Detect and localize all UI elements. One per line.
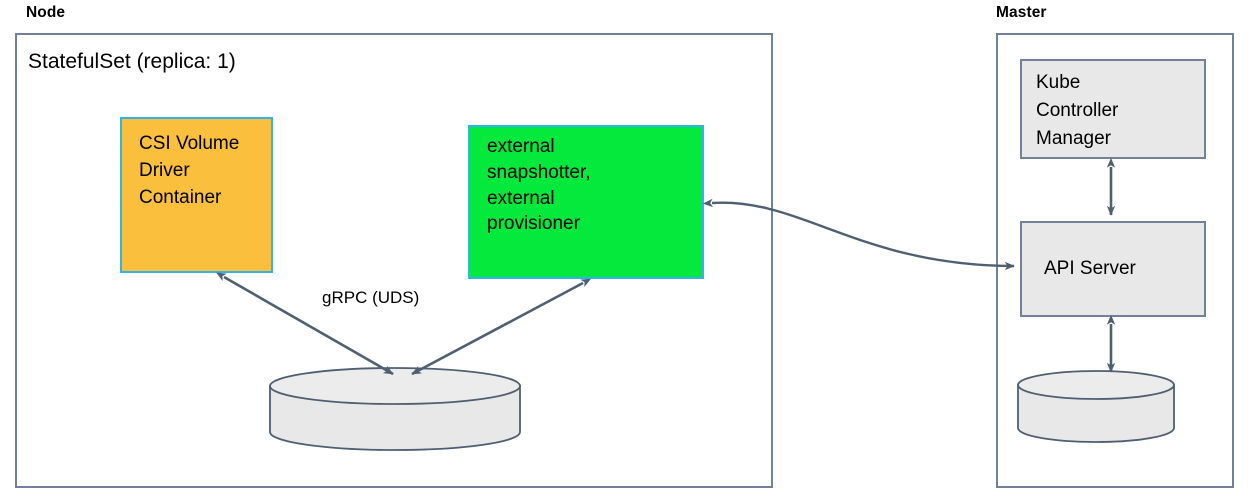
- master-group-label: Master: [996, 4, 1047, 21]
- external-provisioner-container[interactable]: external snapshotter, external provision…: [468, 125, 704, 279]
- external-container-line-4: provisioner: [487, 213, 580, 235]
- kube-controller-manager-line-1: Kube: [1036, 72, 1081, 93]
- grpc-uds-edge-label: gRPC (UDS): [322, 288, 420, 307]
- node-group-label: Node: [26, 4, 66, 21]
- csi-container-line-3: Container: [139, 186, 222, 208]
- etcd-label: etcd: [1038, 400, 1071, 419]
- api-server[interactable]: API Server: [1020, 221, 1206, 317]
- kube-controller-manager[interactable]: Kube Controller Manager: [1020, 59, 1206, 159]
- csi-container-line-2: Driver: [139, 159, 190, 181]
- csi-container-line-1: CSI Volume: [139, 133, 240, 154]
- kube-controller-manager-line-3: Manager: [1036, 128, 1111, 150]
- statefulset-title: StatefulSet (replica: 1): [28, 50, 236, 73]
- external-container-line-1: external: [487, 136, 555, 157]
- emptydir-volume-label: EmptyDir Volume: [329, 408, 461, 427]
- csi-volume-driver-container[interactable]: CSI Volume Driver Container: [120, 117, 273, 273]
- external-container-line-3: external: [487, 187, 555, 209]
- api-server-label: API Server: [1044, 257, 1136, 279]
- kube-controller-manager-line-2: Controller: [1036, 100, 1119, 122]
- external-container-line-2: snapshotter,: [487, 161, 591, 183]
